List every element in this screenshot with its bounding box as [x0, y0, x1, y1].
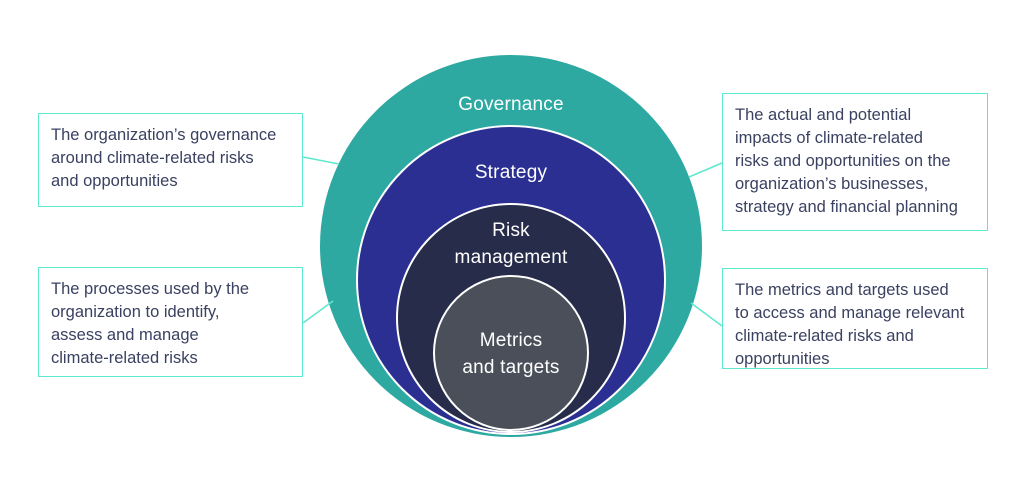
callout-strategy: The actual and potential impacts of clim…	[722, 93, 988, 231]
ring-metrics-and-targets	[433, 275, 589, 431]
callout-metrics-and-targets: The metrics and targets used to access a…	[722, 268, 988, 369]
ring-label-governance: Governance	[458, 94, 564, 115]
callout-governance: The organization’s governance around cli…	[38, 113, 303, 207]
ring-label-risk-management: Risk management	[454, 220, 568, 268]
connector-line-top-right	[688, 162, 723, 178]
ring-label-metrics-and-targets: Metrics and targets	[462, 330, 560, 378]
connector-line-bottom-right	[690, 302, 723, 327]
connector-line-top-left	[302, 156, 340, 165]
callout-risk-management: The processes used by the organization t…	[38, 267, 303, 377]
ring-label-strategy: Strategy	[474, 162, 548, 183]
